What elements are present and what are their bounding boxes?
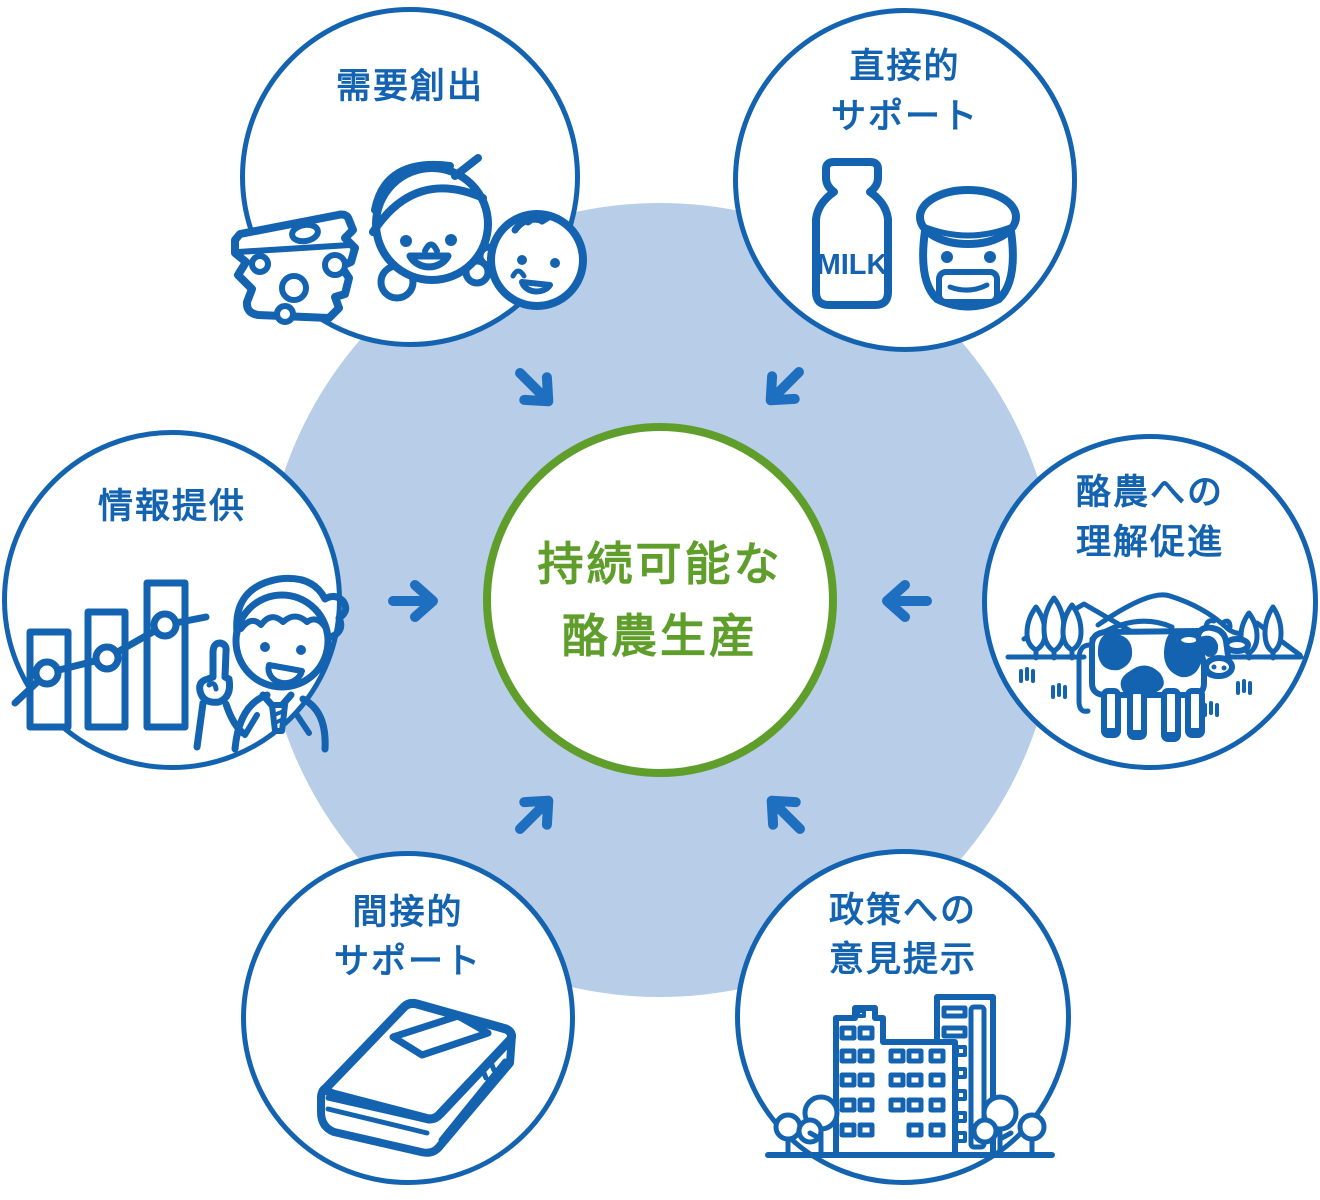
node-policy-opinion: 政策への 意見提示 (735, 849, 1071, 1185)
bar-chart-icon (11, 579, 210, 731)
street-trees-icon (773, 1094, 1047, 1158)
center-goal-line1: 持続可能な (537, 538, 783, 590)
node-dairy-understanding: 酪農への 理解促進 (982, 434, 1318, 770)
office-building-icon (833, 1005, 958, 1158)
book-icon (317, 998, 516, 1157)
node-demand-label: 需要創出 (335, 67, 484, 106)
arrow-up-right-icon (515, 795, 554, 834)
milk-bottle-text: MILK (817, 249, 888, 281)
mother-face-icon (369, 154, 492, 302)
grass-tufts-icon (1019, 667, 1252, 717)
node-direct-label-line2: サポート (830, 97, 979, 136)
center-goal-circle: 持続可能な 酪農生産 (483, 423, 837, 777)
arrow-up-left-icon (766, 795, 805, 834)
node-understanding-label-line1: 酪農への (1075, 473, 1224, 512)
cow-icon (1076, 618, 1251, 742)
yogurt-cup-icon (916, 186, 1020, 311)
milk-bottle-icon: MILK (812, 158, 892, 309)
node-policy-label-line1: 政策への (828, 891, 977, 930)
city-buildings-icon (765, 994, 1055, 1158)
poplar-trees-icon (1024, 595, 1284, 661)
cheese-icon (231, 210, 359, 325)
arrow-down-left-icon (765, 367, 804, 406)
arrow-left-icon (882, 580, 932, 622)
node-direct-label-line1: 直接的 (849, 47, 961, 86)
node-info-provision: 情報提供 (2, 430, 350, 770)
cow-pasture-icon (1005, 592, 1304, 742)
arrow-right-icon (388, 580, 438, 622)
node-indirect-support: 間接的 サポート (241, 851, 575, 1185)
node-policy-label-line2: 意見提示 (828, 940, 977, 979)
center-goal-line2: 酪農生産 (562, 610, 758, 662)
node-direct-support: 直接的 サポート MILK (733, 8, 1077, 352)
baby-face-icon (476, 210, 587, 310)
arrow-down-right-icon (515, 368, 554, 407)
cheese-and-family-icon (231, 154, 587, 325)
presenter-icon (193, 574, 350, 753)
node-demand-creation: 需要創出 (231, 7, 587, 347)
node-understanding-label-line2: 理解促進 (1075, 523, 1224, 562)
milk-bottle-and-yogurt-icon: MILK (812, 158, 1020, 311)
node-info-label: 情報提供 (97, 487, 246, 526)
node-indirect-label-line2: サポート (333, 942, 482, 981)
node-indirect-label-line1: 間接的 (352, 893, 464, 932)
bar-chart-presenter-icon (11, 574, 350, 753)
